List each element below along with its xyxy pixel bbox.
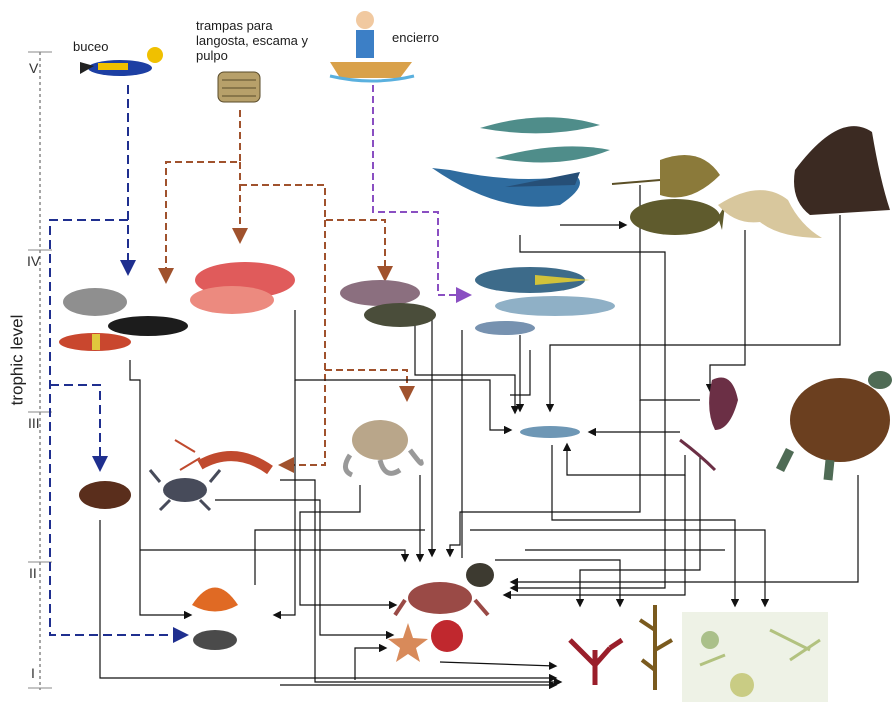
level-label-5: V bbox=[29, 60, 38, 76]
snapper-icon bbox=[190, 262, 295, 314]
lobster-trap-icon bbox=[218, 72, 260, 102]
sardine-icon bbox=[520, 426, 580, 438]
crustacean-icon bbox=[395, 582, 488, 615]
sea-star-icon bbox=[388, 623, 428, 662]
fisherman-boat-icon bbox=[330, 11, 414, 81]
brown-algae-icon bbox=[640, 605, 672, 690]
level-label-4: IV bbox=[27, 253, 40, 269]
snail-icon bbox=[466, 563, 494, 587]
diving-links bbox=[50, 85, 185, 635]
thresher-shark-icon bbox=[432, 168, 580, 207]
grouper-icon bbox=[340, 280, 436, 327]
red-algae-icon bbox=[570, 640, 622, 685]
sea-lion-icon bbox=[794, 126, 890, 215]
sea-cucumber-icon bbox=[79, 481, 131, 509]
crab-icon bbox=[150, 470, 220, 510]
diving-label: buceo bbox=[73, 39, 108, 54]
hammerhead-shark-icon bbox=[480, 117, 610, 162]
flatfish-icon bbox=[630, 199, 725, 235]
octopus-icon bbox=[345, 420, 421, 475]
level-label-2: II bbox=[29, 565, 37, 581]
spiny-lobster-icon bbox=[175, 440, 270, 470]
traps-label: trampas para langosta, escama y pulpo bbox=[196, 18, 314, 63]
level-label-3: III bbox=[28, 415, 40, 431]
squid-icon bbox=[680, 378, 738, 471]
mussel-icon bbox=[193, 630, 237, 650]
phytoplankton-icon bbox=[682, 612, 828, 702]
encircle-links bbox=[373, 85, 468, 295]
tuna-icon bbox=[475, 267, 615, 335]
stingray-icon bbox=[612, 155, 720, 198]
sea-turtle-icon bbox=[780, 371, 892, 480]
reef-fish-icon bbox=[59, 288, 188, 351]
sea-urchin-icon bbox=[431, 620, 463, 652]
level-label-1: I bbox=[31, 665, 35, 681]
scallop-icon bbox=[192, 588, 238, 612]
encircle-label: encierro bbox=[392, 30, 439, 45]
